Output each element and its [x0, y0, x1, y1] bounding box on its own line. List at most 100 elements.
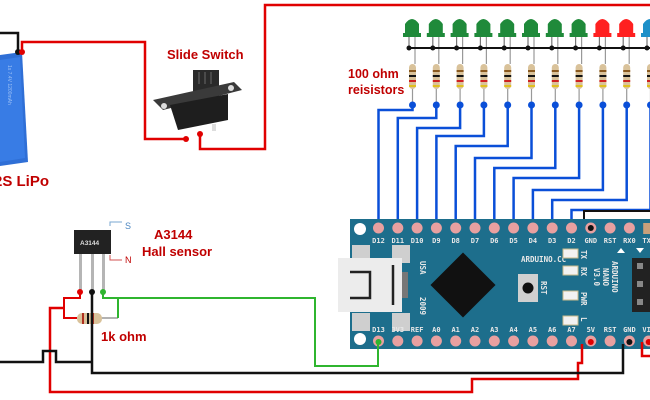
pin-label-d8: D8: [451, 237, 459, 245]
pin-label-bottom-a3: A3: [490, 326, 498, 334]
sensor-gnd-wire: [90, 292, 625, 375]
pin-tx1[interactable]: [643, 223, 650, 234]
slide-switch: [153, 70, 242, 131]
resistor-7: [551, 64, 559, 105]
pin-bottom-ref[interactable]: [411, 335, 423, 347]
pin-bottom-a1[interactable]: [450, 335, 462, 347]
signal-wire-d2: [570, 105, 650, 228]
pin-label-gnd: GND: [584, 237, 597, 245]
switch-label: Slide Switch: [167, 47, 244, 62]
pin-bottom-a7[interactable]: [566, 335, 577, 347]
signal-wire-d5: [512, 105, 581, 228]
resistor-junction-6: [528, 101, 535, 109]
resistor-junction-4: [480, 101, 488, 109]
pin-label-rst: RST: [604, 237, 617, 245]
pin-d10[interactable]: [411, 222, 423, 234]
pin-d11[interactable]: [392, 222, 404, 234]
sensor-vcc-pin: [77, 289, 83, 295]
pin-rx0[interactable]: [623, 222, 635, 234]
resistor-3: [456, 64, 464, 105]
lipo-battery: 1s 7.4V 1200mAh: [0, 52, 28, 166]
pin-d3[interactable]: [546, 222, 558, 234]
pin-d8[interactable]: [450, 222, 462, 234]
pin-bottom-a6[interactable]: [546, 335, 558, 347]
signal-wire-d6: [493, 105, 557, 228]
pin-label-bottom-5v: 5V: [587, 326, 596, 334]
sensor-out-pin: [100, 289, 106, 295]
pin-bottom-a4[interactable]: [508, 335, 520, 347]
resistor-junction-2: [432, 101, 440, 109]
led-1: [403, 19, 421, 64]
pin-label-d3: D3: [548, 237, 556, 245]
pin-label-bottom-a5: A5: [529, 326, 537, 334]
pin-bottom-a3[interactable]: [488, 335, 500, 347]
resistors-label-line1: 100 ohm: [348, 67, 399, 81]
led-6: [522, 19, 540, 64]
pin-bottom-rst[interactable]: [604, 335, 616, 347]
pin-d2[interactable]: [566, 222, 577, 234]
microcontroller-chip: [430, 252, 496, 318]
pin-d7[interactable]: [469, 222, 481, 234]
battery-label: 2S LiPo: [0, 173, 49, 190]
status-led-label-tx: TX: [579, 250, 588, 260]
pin-label-bottom-d13: D13: [372, 326, 385, 334]
pin-label-tx1: TX1: [642, 237, 650, 245]
resistor-junction-10: [623, 101, 631, 109]
signal-wire-d9: [435, 105, 486, 228]
led-4: [474, 19, 493, 64]
status-led-rx: [562, 265, 579, 276]
resistor-junction-11: [647, 101, 650, 109]
board-name-1: ARDUINO: [610, 261, 619, 293]
resistor-junction-5: [504, 101, 512, 109]
status-led-label-rx: RX: [579, 267, 588, 277]
sensor-chip-label: A3144: [80, 240, 100, 247]
pin-d9[interactable]: [430, 222, 442, 234]
board-name-2: NANO: [601, 268, 610, 287]
resistor-9: [599, 64, 607, 105]
led-5: [498, 19, 517, 64]
pin-label-d7: D7: [471, 237, 479, 245]
status-led-tx: [562, 248, 579, 259]
resistor-junction-7: [551, 101, 559, 109]
pin-label-bottom-gnd: GND: [623, 326, 636, 334]
5v-junction: [587, 339, 594, 345]
resistor-junction-3: [456, 101, 464, 109]
pin-label-d9: D9: [432, 237, 440, 245]
resistor-8: [575, 64, 583, 105]
pin-label-d6: D6: [490, 237, 498, 245]
led-10: [617, 19, 636, 64]
battery-print: 1s 7.4V 1200mAh: [6, 65, 12, 105]
pin-bottom-a5[interactable]: [527, 335, 539, 347]
pin-label-d4: D4: [529, 237, 537, 245]
pin-label-bottom-a4: A4: [509, 326, 517, 334]
pin-d6[interactable]: [488, 222, 500, 234]
pin-label-bottom-rst: RST: [604, 326, 617, 334]
pin-label-bottom-vin: VIN: [642, 326, 650, 334]
led-7: [545, 19, 564, 64]
pin-label-bottom-a7: A7: [567, 326, 575, 334]
pin-d12[interactable]: [373, 222, 384, 234]
resistor-junction-8: [575, 101, 583, 109]
sensor-vcc-to-resistor-wire: [63, 292, 81, 319]
pin-d5[interactable]: [508, 222, 520, 234]
pullup-resistor-label: 1k ohm: [101, 329, 147, 344]
usa-text: USA: [418, 261, 427, 275]
pin-rst[interactable]: [604, 222, 616, 234]
switch-pin-2: [197, 131, 203, 137]
battery-ground-wire: [0, 349, 92, 364]
resistor-4: [480, 64, 488, 105]
signal-wire-d10: [415, 105, 462, 228]
led-8: [569, 19, 588, 64]
pin-bottom-a0[interactable]: [430, 335, 442, 347]
pin-bottom-3v3[interactable]: [392, 335, 404, 347]
pin-bottom-a2[interactable]: [469, 335, 481, 347]
hall-sensor: A3144 S N: [74, 221, 132, 292]
pin-d4[interactable]: [527, 222, 539, 234]
south-pole-label: S: [125, 221, 131, 231]
resistor-11: [647, 64, 650, 105]
pin-label-rx0: RX0: [623, 237, 636, 245]
gnd-junction: [626, 339, 633, 345]
pin-label-bottom-a0: A0: [432, 326, 440, 334]
sensor-desc-label: Hall sensor: [142, 244, 212, 259]
